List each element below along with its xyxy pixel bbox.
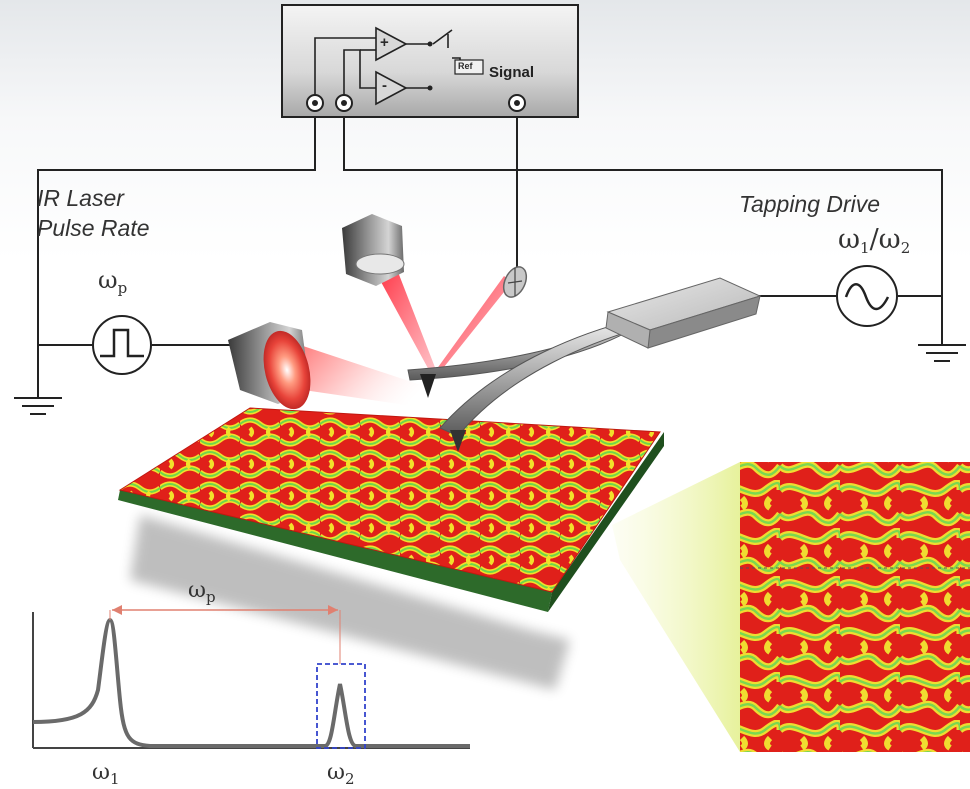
- tapping-drive-label: Tapping Drive: [739, 191, 881, 217]
- ground-left-icon: [14, 397, 62, 415]
- peak2-highlight-box: [316, 663, 366, 749]
- signal-label: Signal: [489, 64, 535, 81]
- ground-right-icon: [918, 344, 966, 362]
- spectrum-plot: [32, 605, 470, 749]
- input-connector-drive: [335, 94, 353, 112]
- tapping-frequency-label: ω1/ω2: [838, 224, 911, 257]
- plus-sign: +: [380, 34, 389, 51]
- laser-label-line1: IR Laser: [37, 185, 124, 211]
- input-connector-laser: [306, 94, 324, 112]
- laser-label-line2: Pulse Rate: [37, 215, 150, 241]
- tapping-drive-wiring: [343, 103, 943, 345]
- ref-box: [454, 59, 484, 75]
- sample-surface: [118, 407, 664, 690]
- ir-laser-source: [228, 322, 440, 410]
- lock-in-amplifier: [281, 4, 579, 118]
- sine-generator-icon: [836, 265, 898, 327]
- omega-p-label: ωp: [98, 266, 128, 297]
- pulse-generator-icon: [92, 315, 152, 375]
- minus-amplifier: [375, 70, 408, 106]
- minus-sign: -: [382, 77, 387, 94]
- peak1-label: ω1: [92, 760, 120, 788]
- zoomed-domain-image: [740, 462, 970, 752]
- sample-domain-pattern: [120, 408, 660, 592]
- spectrum-curve: [32, 617, 470, 748]
- signal-connector: [508, 94, 526, 112]
- laser-pulse-wiring: [37, 103, 316, 398]
- cantilever-assembly: [407, 277, 762, 452]
- zoom-projection: [612, 462, 740, 752]
- peak2-label: ω2: [327, 760, 355, 788]
- ref-label: Ref: [458, 61, 473, 71]
- afm-tip: [420, 374, 436, 398]
- detection-laser: [342, 214, 512, 372]
- photodetector-icon: [502, 266, 528, 298]
- plus-amplifier: [375, 26, 408, 62]
- separation-label: ωp: [188, 578, 216, 606]
- afm-tip-lower: [450, 430, 466, 452]
